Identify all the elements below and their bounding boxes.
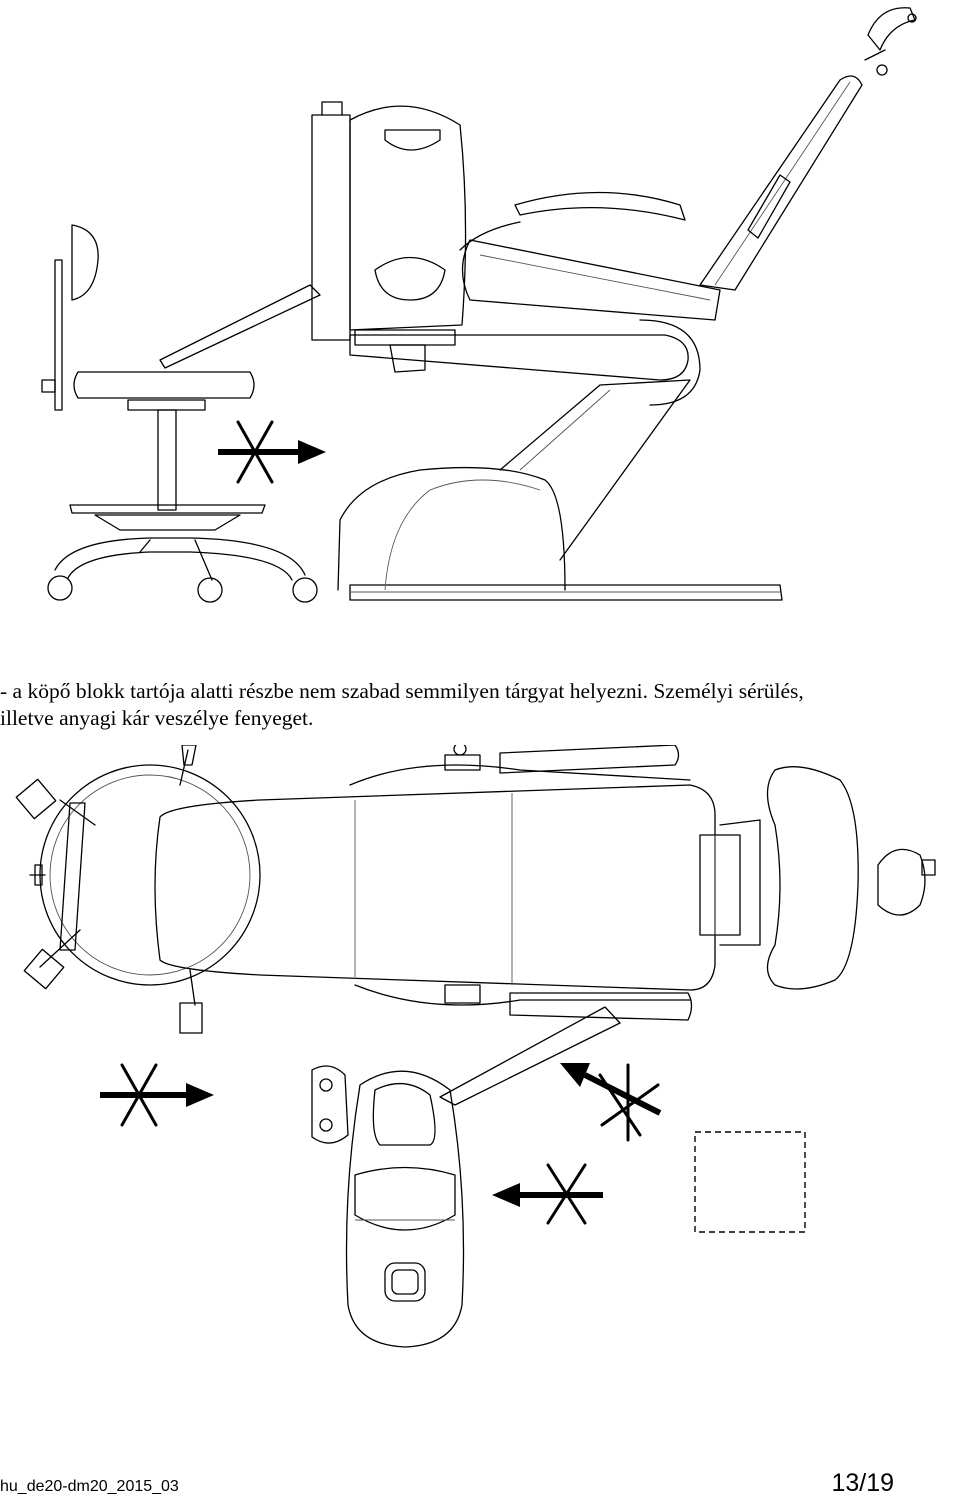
page-number: 13/19 [831,1469,894,1497]
top-view-drawing [0,745,960,1425]
chair-base-top [39,764,261,986]
stool-wheel [47,575,73,601]
stool-seat [73,371,255,399]
stool-legs [54,537,306,576]
spittoon-top [345,1070,465,1348]
headrest [867,7,916,51]
warning-text-line-1: - a köpő blokk tartója alatti részbe nem… [0,679,804,703]
armrest-top-lower [509,992,693,1021]
chair-base [337,466,566,591]
side-view-drawing [0,0,960,610]
stool-footring [69,504,266,514]
forbidden-arrow-side [218,420,326,484]
warning-text: - a köpő blokk tartója alatti részbe nem… [0,678,960,732]
floor-plate [349,584,783,601]
backrest [699,75,863,291]
stool-backrest [71,224,99,301]
chair-seat-top [154,784,716,991]
page-footer: hu_de20-dm20_2015_03 13/19 [0,1469,960,1498]
forbidden-arrow-lower [492,1163,603,1225]
top-view-svg [15,745,936,1348]
spittoon-unit [311,114,351,341]
document-id: hu_de20-dm20_2015_03 [0,1478,179,1495]
free-area-square [694,1131,806,1233]
armrest-top-upper [499,745,680,774]
warning-text-line-2: illetve anyagi kár veszélye fenyeget. [0,706,314,730]
headrest-top [766,766,859,990]
forbidden-arrow-left [100,1063,214,1127]
chair-column [499,379,691,561]
armrest [514,191,686,221]
forbidden-arrow-upper-right [560,1063,662,1142]
chair-arm [349,334,689,381]
chair-seat [461,239,721,321]
side-view-svg [41,7,917,603]
